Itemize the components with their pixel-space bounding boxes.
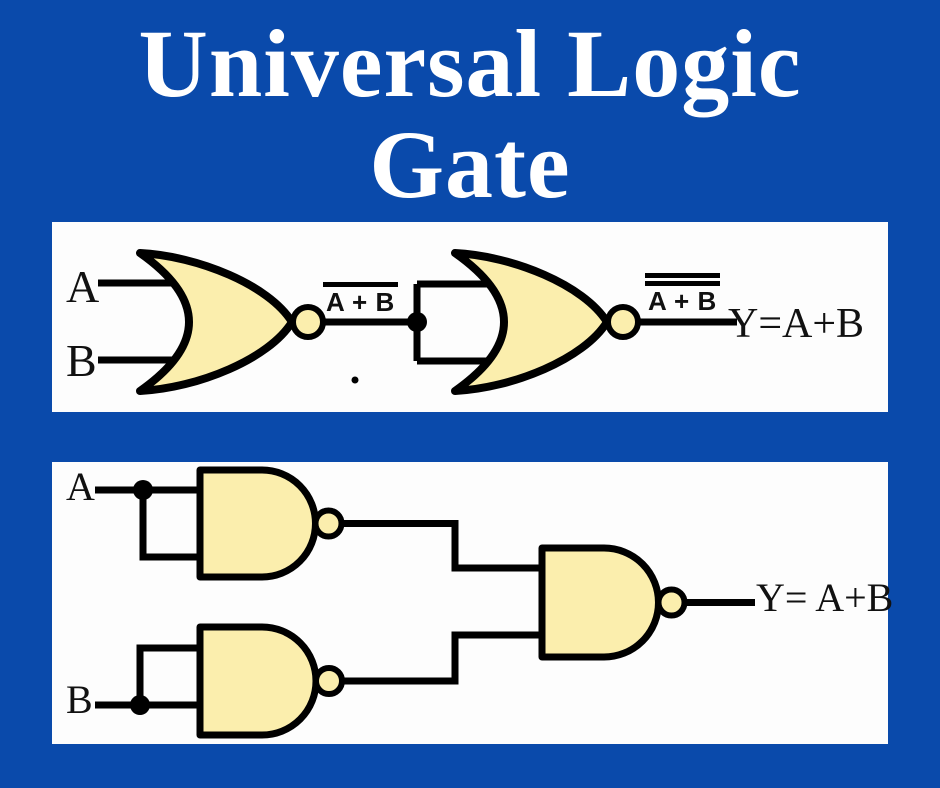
nand-gate-1-icon [196, 466, 319, 581]
junction-dot [407, 312, 427, 332]
nor2-input-bracket-wire [413, 280, 494, 365]
nor-result-expression: Y=A+B [728, 301, 865, 347]
nand-gate-3-icon [538, 544, 662, 661]
nor-gate-2-icon [451, 249, 611, 395]
nand-gate-2-inversion-bubble-icon [313, 665, 345, 697]
input-b-junction-dot [130, 695, 150, 715]
page-title-line-1: Universal Logic [138, 10, 802, 117]
nand-gate-3-inversion-bubble-icon [655, 586, 688, 619]
nand-result-expression: Y= A+B [756, 575, 894, 620]
nand-gate-2-icon [196, 623, 320, 739]
nand-circuit-svg [95, 466, 755, 739]
nor-implementation-panel: A B A + B A + B Y=A+B [52, 222, 888, 412]
nand2-to-nand3-wire [339, 631, 544, 685]
nor-circuit-svg [98, 249, 737, 395]
single-overline: A + B [323, 282, 398, 315]
double-overline-outer: A + B [645, 273, 720, 314]
output-signal-label: A + B [645, 273, 720, 314]
page-title: Universal Logic Gate [0, 10, 940, 218]
nand-implementation-panel: A B Y= A+B [52, 462, 893, 744]
nor-gate-2-inversion-bubble-icon [605, 304, 641, 340]
nor-gate-1-inversion-bubble-icon [290, 304, 326, 340]
stray-period-dot [351, 376, 359, 384]
input-b-label: B [66, 677, 93, 722]
input-b-label: B [66, 335, 97, 386]
nand-gate-1-inversion-bubble-icon [312, 507, 345, 540]
double-overline-inner: A + B [645, 281, 720, 314]
input-a-label: A [66, 261, 100, 312]
input-b-tie-bracket-wire [136, 644, 204, 705]
nand1-to-nand3-wire [339, 520, 544, 572]
page-title-line-2: Gate [369, 110, 571, 218]
input-a-junction-dot [133, 480, 153, 500]
nor-gate-1-icon [136, 249, 296, 395]
input-a-label: A [66, 464, 95, 509]
input-a-tie-bracket-wire [139, 490, 204, 561]
intermediate-signal-label: A + B [323, 282, 398, 315]
